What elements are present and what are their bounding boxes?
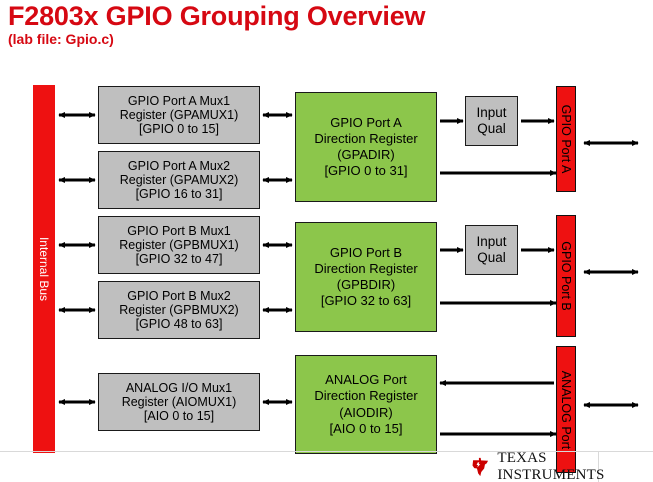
port-bar-gpio-port-b: GPIO Port B [556, 215, 576, 337]
footer-divider-right [598, 451, 599, 482]
port-bar-label-gpio-port-a: GPIO Port A [559, 104, 573, 174]
direction-register-gpadir[interactable]: GPIO Port A Direction Register (GPADIR) … [295, 92, 437, 202]
texas-instruments-logo: Texas Instruments [470, 450, 653, 482]
register-box-gpamux1[interactable]: GPIO Port A Mux1 Register (GPAMUX1) [GPI… [98, 86, 260, 144]
register-box-gpbmux2[interactable]: GPIO Port B Mux2 Register (GPBMUX2) [GPI… [98, 281, 260, 339]
page-subtitle: (lab file: Gpio.c) [8, 31, 114, 48]
ti-wordmark: Texas Instruments [497, 450, 605, 482]
port-bar-analog-port: ANALOG Port [556, 346, 576, 473]
bus-to-register-arrows [58, 111, 96, 406]
input-qual-box-port-a[interactable]: Input Qual [465, 96, 518, 146]
register-box-aiomux1[interactable]: ANALOG I/O Mux1 Register (AIOMUX1) [AIO … [98, 373, 260, 431]
input-qual-box-port-b[interactable]: Input Qual [465, 225, 518, 275]
port-bar-gpio-port-a: GPIO Port A [556, 86, 576, 192]
direction-register-gpbdir[interactable]: GPIO Port B Direction Register (GPBDIR) … [295, 222, 437, 332]
register-box-gpamux2[interactable]: GPIO Port A Mux2 Register (GPAMUX2) [GPI… [98, 151, 260, 209]
direction-register-aiodir[interactable]: ANALOG Port Direction Register (AIODIR) … [295, 355, 437, 454]
footer-divider [0, 451, 653, 452]
texas-state-icon [472, 457, 489, 477]
register-to-direction-arrows [262, 111, 293, 406]
port-bar-label-analog-port: ANALOG Port [559, 370, 573, 449]
register-box-gpbmux1[interactable]: GPIO Port B Mux1 Register (GPBMUX1) [GPI… [98, 216, 260, 274]
page-title: F2803x GPIO Grouping Overview [8, 1, 426, 31]
internal-bus-bar: Internal Bus [33, 85, 55, 453]
title-block: F2803x GPIO Grouping Overview (lab file:… [8, 2, 608, 48]
internal-bus-label: Internal Bus [37, 236, 51, 302]
port-bar-label-gpio-port-b: GPIO Port B [559, 241, 573, 311]
